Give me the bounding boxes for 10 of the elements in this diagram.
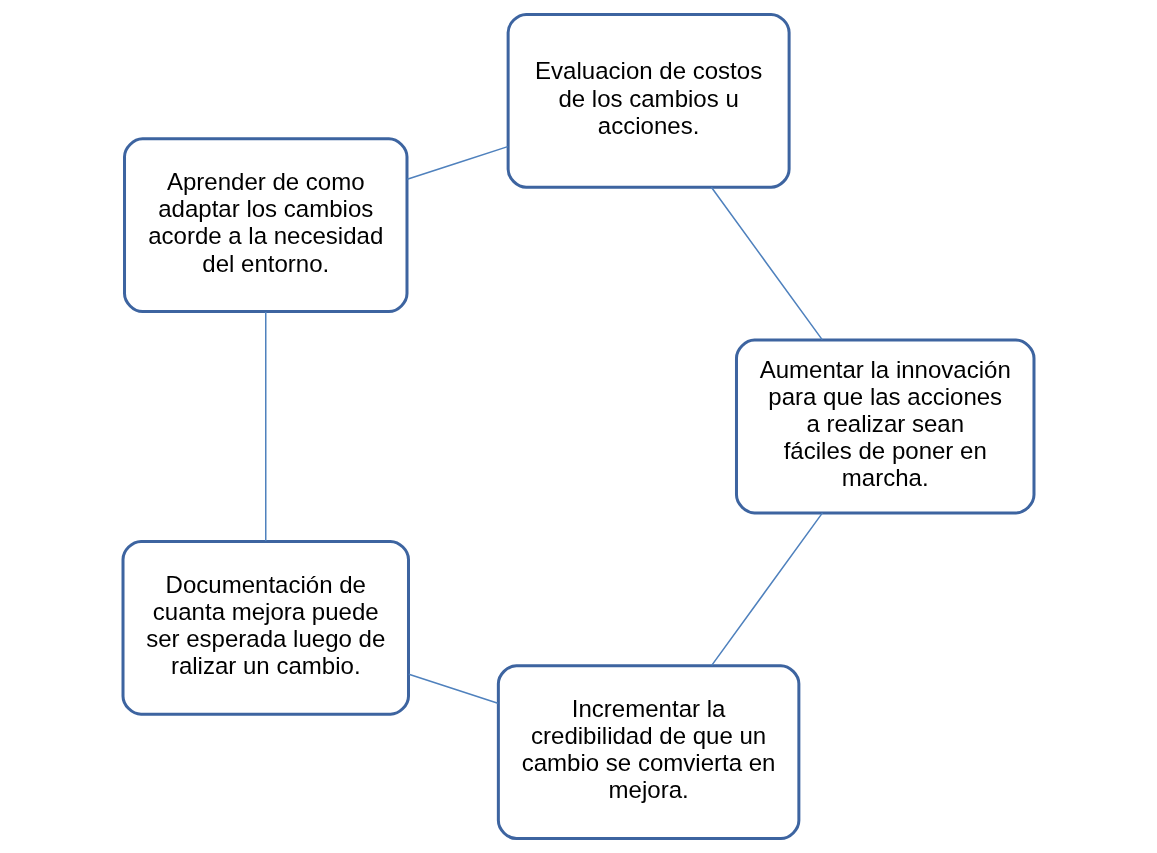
connector — [710, 512, 824, 667]
node-box: Documentación de cuanta mejora puede ser esperada luego de ralizar un cambio. — [121, 539, 410, 716]
node-box: Evaluacion de costos de los cambios u acciones. — [506, 12, 791, 189]
connector — [406, 145, 509, 180]
node-box: Incrementar la credibilidad de que un cambio se comvierta en mejora. — [496, 664, 801, 841]
node-box: Aprender de como adaptar los cambios acorde a la necesidad del entorno. — [123, 137, 409, 314]
connector — [408, 673, 499, 704]
node-box: Aumentar la innovación para que las acciones a realizar sean fáciles de poner en marcha. — [735, 338, 1036, 515]
connector — [710, 186, 823, 341]
connector — [265, 311, 267, 542]
